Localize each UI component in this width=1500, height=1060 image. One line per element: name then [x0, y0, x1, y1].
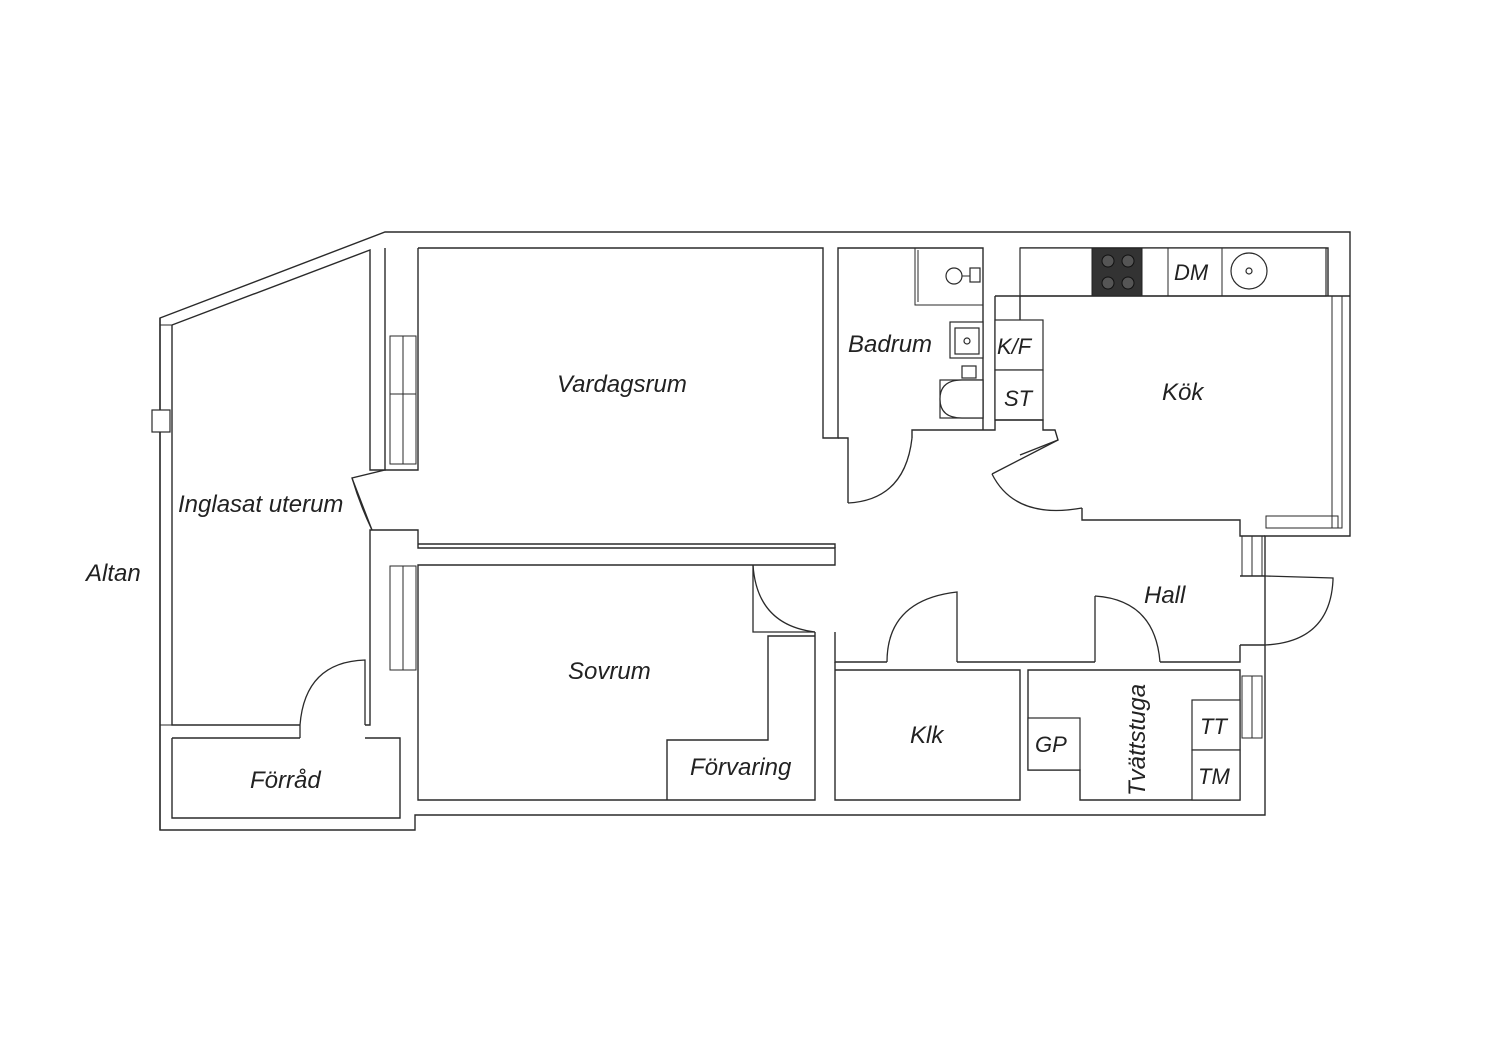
kitchen [991, 247, 1350, 537]
label-forrad: Förråd [250, 767, 321, 794]
laundry-room [1027, 669, 1263, 801]
label-tm: TM [1198, 764, 1230, 789]
hall [834, 535, 1334, 663]
label-hall: Hall [1144, 582, 1186, 609]
label-st: ST [1004, 386, 1034, 411]
bathroom [838, 248, 996, 504]
living-bedroom-wall [417, 540, 836, 801]
label-forvaring: Förvaring [690, 754, 792, 781]
label-badrum: Badrum [848, 331, 932, 358]
label-kok: Kök [1162, 379, 1205, 406]
storage-room [171, 659, 401, 819]
label-klk: Klk [910, 722, 945, 749]
door-uterum [351, 469, 386, 531]
label-altan: Altan [84, 560, 141, 587]
label-inglasat-uterum: Inglasat uterum [178, 491, 343, 518]
label-kf: K/F [997, 334, 1033, 359]
label-dm: DM [1174, 260, 1209, 285]
label-tt: TT [1200, 714, 1228, 739]
label-tvattstuga: Tvättstuga [1124, 684, 1151, 796]
door-sovrum [752, 564, 816, 633]
closet [666, 635, 815, 800]
closet-klk [834, 662, 1021, 801]
label-sovrum: Sovrum [568, 658, 651, 685]
label-gp: GP [1035, 732, 1067, 757]
label-vardagsrum: Vardagsrum [557, 371, 687, 398]
sunroom [151, 248, 419, 830]
